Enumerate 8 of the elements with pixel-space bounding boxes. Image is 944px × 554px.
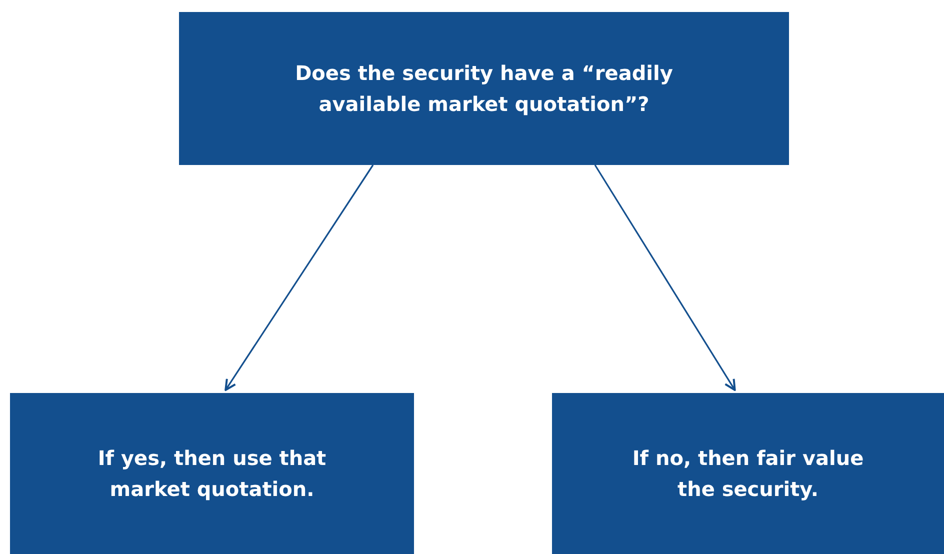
answer-text: If no, then fair value the security. bbox=[631, 444, 865, 502]
question-box bbox=[179, 12, 789, 165]
answer-box bbox=[552, 393, 944, 554]
arrow bbox=[594, 164, 736, 391]
answer-box bbox=[10, 393, 414, 554]
answer-text: If yes, then use that market quotation. bbox=[96, 444, 328, 502]
arrow bbox=[224, 164, 374, 391]
question-text: Does the security have a “readily available market quotation”? bbox=[294, 60, 674, 118]
